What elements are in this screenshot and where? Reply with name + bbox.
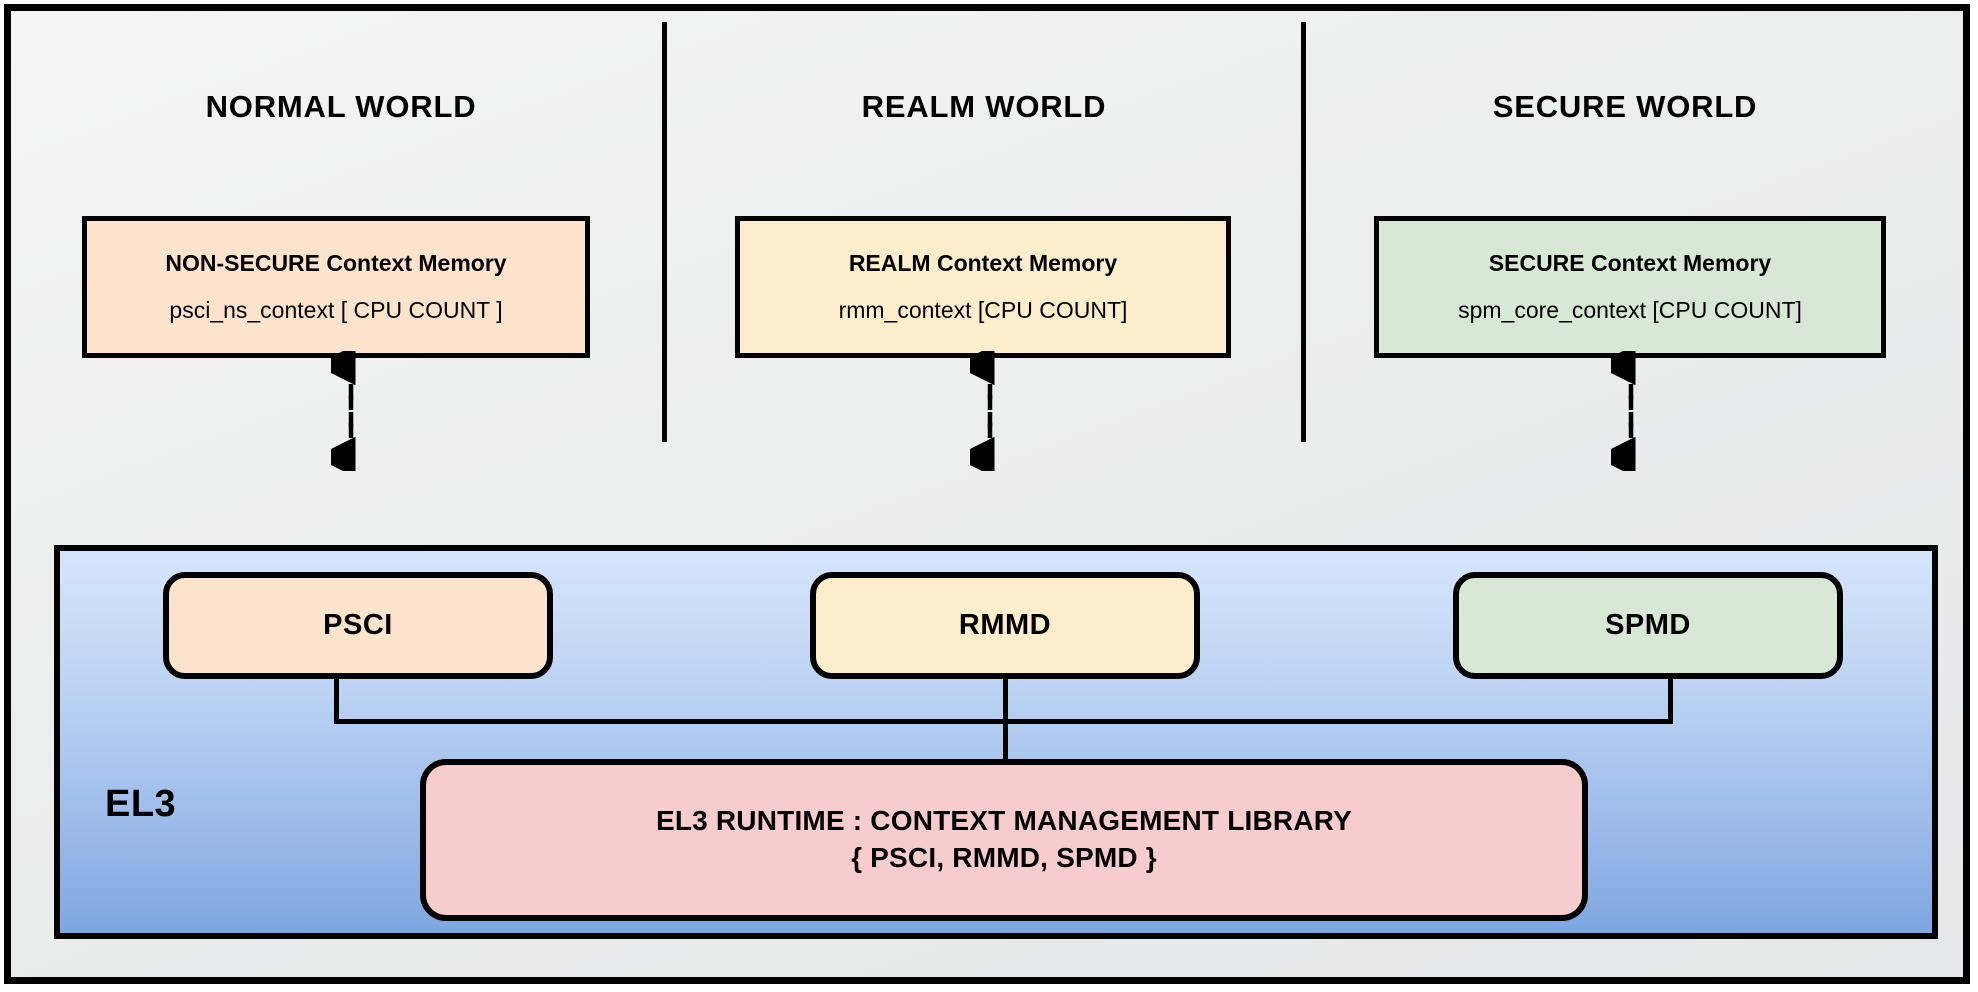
diagram-outer-frame: NORMAL WORLD REALM WORLD SECURE WORLD NO… (4, 4, 1970, 984)
context-memory-subtitle-realm: rmm_context [CPU COUNT] (838, 297, 1128, 323)
context-memory-box-normal[interactable]: NON-SECURE Context Memory psci_ns_contex… (82, 216, 590, 358)
runtime-library-members: { PSCI, RMMD, SPMD } (851, 842, 1157, 873)
context-memory-title-normal: NON-SECURE Context Memory (165, 249, 507, 276)
world-title-realm: REALM WORLD (861, 89, 1107, 124)
dispatcher-box-psci[interactable]: PSCI (163, 572, 553, 679)
context-memory-title-secure: SECURE Context Memory (1488, 249, 1772, 276)
context-memory-subtitle-normal: psci_ns_context [ CPU COUNT ] (169, 297, 503, 323)
world-title-normal: NORMAL WORLD (205, 89, 477, 124)
context-memory-box-realm[interactable]: REALM Context Memory rmm_context [CPU CO… (735, 216, 1231, 358)
dispatcher-label-psci: PSCI (323, 609, 393, 641)
connector-stub-spmd (1668, 679, 1673, 723)
dispatcher-box-spmd[interactable]: SPMD (1453, 572, 1843, 679)
dispatcher-box-rmmd[interactable]: RMMD (810, 572, 1200, 679)
el3-panel: EL3 PSCI RMMD SPMD EL3 RUNTIME : CONTEXT… (54, 545, 1938, 939)
runtime-library-title: EL3 RUNTIME : CONTEXT MANAGEMENT LIBRARY (655, 805, 1353, 837)
world-divider-realm-secure (1301, 22, 1306, 442)
world-title-secure: SECURE WORLD (1492, 89, 1758, 124)
el3-label: EL3 (105, 783, 177, 825)
context-memory-box-secure[interactable]: SECURE Context Memory spm_core_context [… (1374, 216, 1886, 358)
dispatcher-label-spmd: SPMD (1605, 609, 1691, 641)
double-arrow-icon-secure (1611, 351, 1636, 471)
connector-stub-rmmd (1003, 679, 1008, 723)
double-arrow-icon-realm (970, 351, 995, 471)
connector-drop-to-runtime (1003, 719, 1008, 763)
dispatcher-label-rmmd: RMMD (958, 609, 1052, 641)
context-memory-title-realm: REALM Context Memory (848, 249, 1118, 276)
context-memory-subtitle-secure: spm_core_context [CPU COUNT] (1458, 297, 1802, 323)
el3-runtime-library-box[interactable]: EL3 RUNTIME : CONTEXT MANAGEMENT LIBRARY… (420, 759, 1588, 921)
connector-stub-psci (334, 679, 339, 723)
double-arrow-icon-normal (331, 351, 356, 471)
world-divider-normal-realm (662, 22, 667, 442)
